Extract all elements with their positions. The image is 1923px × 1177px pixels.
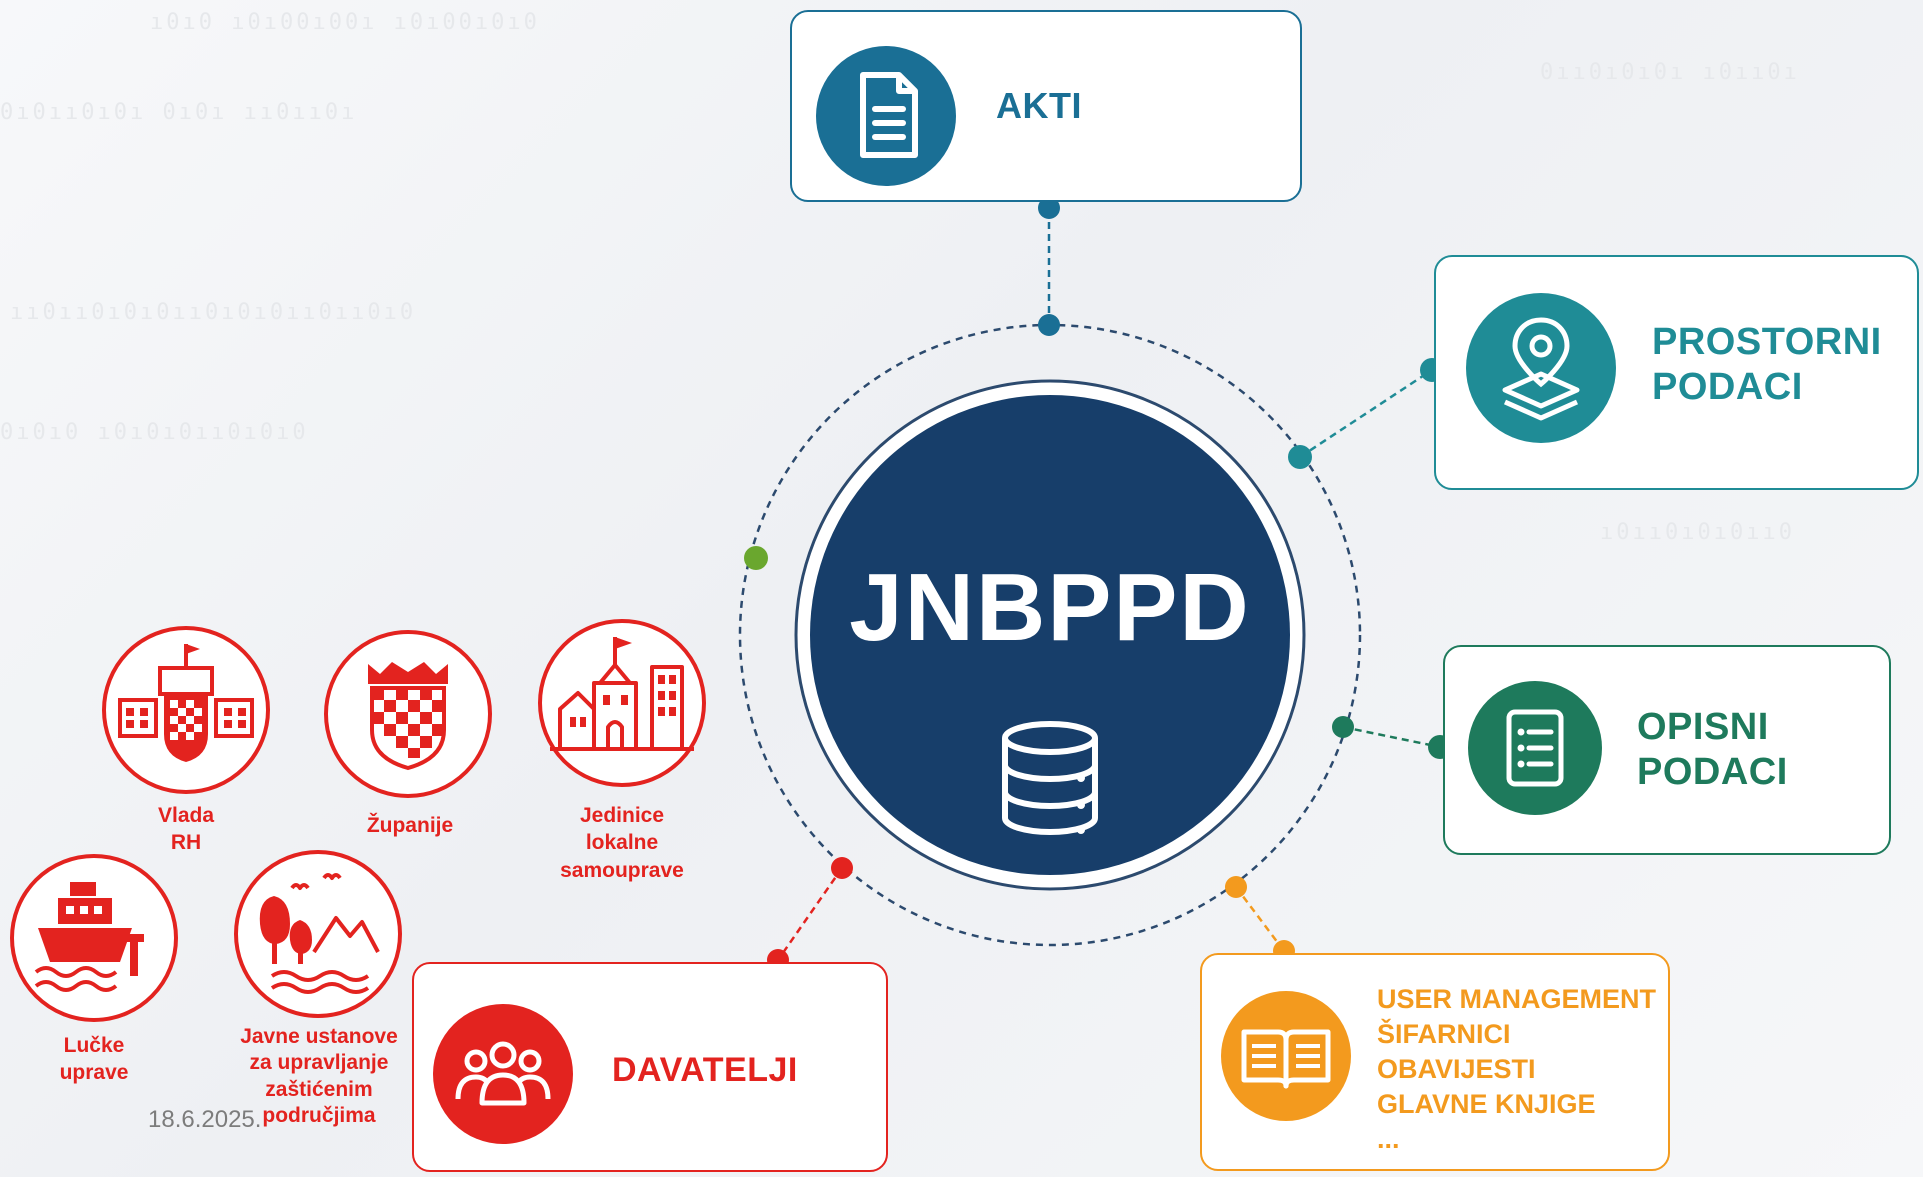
hub-circle <box>794 379 1306 891</box>
open-book-icon <box>1221 991 1351 1121</box>
background-pattern: 0ıı0ı0ı0ı ı0ıı0ı <box>1540 60 1800 85</box>
background-pattern: ıı0ıı0ı0ı0ıı0ı0ı0ıı0ıı0ı0 <box>10 300 417 325</box>
town-hall-icon <box>538 619 706 787</box>
connector-dot <box>1332 716 1354 738</box>
footer-date: 18.6.2025. <box>148 1106 262 1133</box>
opisni-podaci-label: OPISNI PODACI <box>1637 706 1788 793</box>
database-icon <box>1002 721 1098 835</box>
user-management-label: USER MANAGEMENT ŠIFARNICI OBAVIJESTI GLA… <box>1377 984 1657 1154</box>
map-pin-layers-icon <box>1466 293 1616 443</box>
nature-park-icon <box>234 850 402 1018</box>
connector-prostorni <box>1299 368 1433 459</box>
government-building-icon <box>102 626 270 794</box>
people-group-icon <box>433 1004 573 1144</box>
checklist-icon <box>1468 681 1602 815</box>
background-pattern: ı0ıı0ı0ı0ıı0 <box>1600 520 1795 545</box>
connector-opisni <box>1342 725 1441 749</box>
background-pattern: 0ı0ı0 ı0ı0ı0ıı0ı0ı0 <box>0 420 309 445</box>
connector-dot <box>1288 445 1312 469</box>
connector-dot <box>744 546 768 570</box>
connector-dot <box>1038 314 1060 336</box>
connector-dot <box>1225 876 1247 898</box>
document-icon <box>816 46 956 186</box>
background-pattern: 0ı0ıı0ı0ı 0ı0ı ıı0ıı0ı <box>0 100 358 125</box>
hub-title: JNBPPD <box>849 554 1251 661</box>
davatelji-label: DAVATELJI <box>612 1051 798 1089</box>
org-label-zupanije: Županije <box>366 814 454 837</box>
connector-user-management <box>1235 886 1285 952</box>
prostorni-podaci-label: PROSTORNI PODACI <box>1652 321 1882 408</box>
connector-dot <box>831 857 853 879</box>
connector-davatelji <box>776 867 844 961</box>
akti-label: AKTI <box>996 85 1082 126</box>
ship-port-icon <box>10 854 178 1022</box>
background-pattern: ı0ı0 ı0ı00ı00ı ı0ı00ı0ı0 <box>150 10 540 35</box>
croatian-coat-of-arms-icon <box>324 630 492 798</box>
connector-dot <box>1038 197 1060 219</box>
